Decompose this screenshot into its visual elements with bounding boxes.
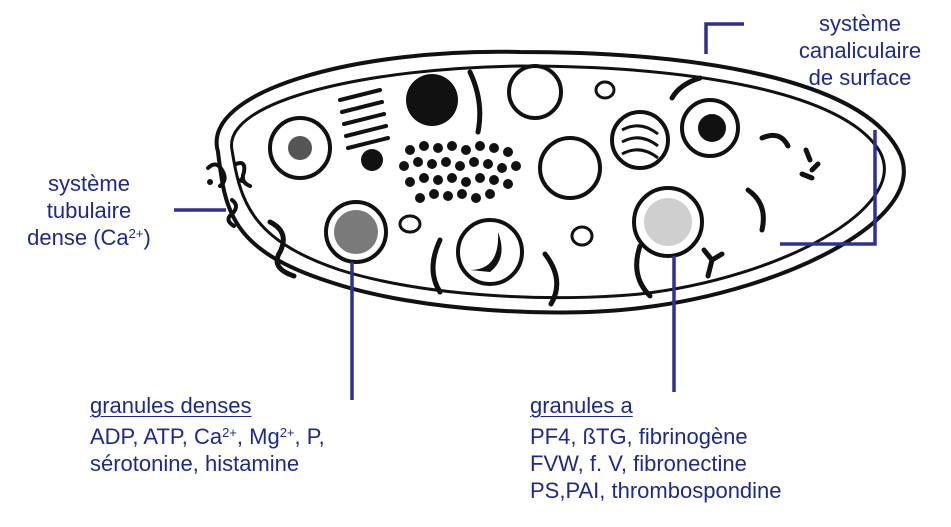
label-canalicular-system: système canaliculaire de surface <box>774 10 946 91</box>
label-line: de surface <box>774 64 946 91</box>
alpha-granule-core <box>644 198 692 246</box>
granule-ring <box>458 220 522 284</box>
tubular-vesicle <box>207 179 213 185</box>
tubular-vesicle <box>239 177 245 183</box>
label-text: ADP, ATP, Ca <box>90 424 222 449</box>
label-text: , P, <box>295 424 325 449</box>
dense-granules-title: granules denses <box>90 392 325 419</box>
superscript: 2+ <box>280 425 295 440</box>
label-text: ) <box>144 225 151 250</box>
label-line: système <box>0 170 178 197</box>
vesicle <box>572 227 592 245</box>
label-dense-granules: granules denses ADP, ATP, Ca2+, Mg2+, P,… <box>90 392 325 477</box>
dense-granule <box>406 74 458 126</box>
vesicle <box>596 82 614 98</box>
alpha-granules-content-line: PS,PAI, thrombospondine <box>530 477 782 504</box>
alpha-granules-title: granules a <box>530 392 782 419</box>
superscript: 2+ <box>129 226 144 241</box>
granule-core <box>698 114 726 142</box>
label-alpha-granules: granules a PF4, ßTG, fibrinogène FVW, f.… <box>530 392 782 504</box>
label-line: système <box>774 10 946 37</box>
dense-granules-content-line: sérotonine, histamine <box>90 450 325 477</box>
label-text: dense (Ca <box>27 225 129 250</box>
alpha-granules-content-line: FVW, f. V, fibronectine <box>530 450 782 477</box>
label-line: canaliculaire <box>774 37 946 64</box>
alpha-granules-content-line: PF4, ßTG, fibrinogène <box>530 423 782 450</box>
dense-granule-small <box>361 149 383 171</box>
leader-canalicular <box>706 24 744 54</box>
label-line: dense (Ca2+) <box>0 224 178 251</box>
dense-granule-core <box>334 210 378 254</box>
label-dense-tubular-system: système tubulaire dense (Ca2+) <box>0 170 178 251</box>
granule-ring <box>509 66 561 118</box>
dense-granules-content-line: ADP, ATP, Ca2+, Mg2+, P, <box>90 423 325 450</box>
granule-core <box>288 136 312 160</box>
label-text: , Mg <box>237 424 280 449</box>
mitochondrion <box>612 112 668 168</box>
vesicle <box>400 216 420 232</box>
label-line: tubulaire <box>0 197 178 224</box>
granule-ring <box>540 138 600 198</box>
superscript: 2+ <box>222 425 237 440</box>
